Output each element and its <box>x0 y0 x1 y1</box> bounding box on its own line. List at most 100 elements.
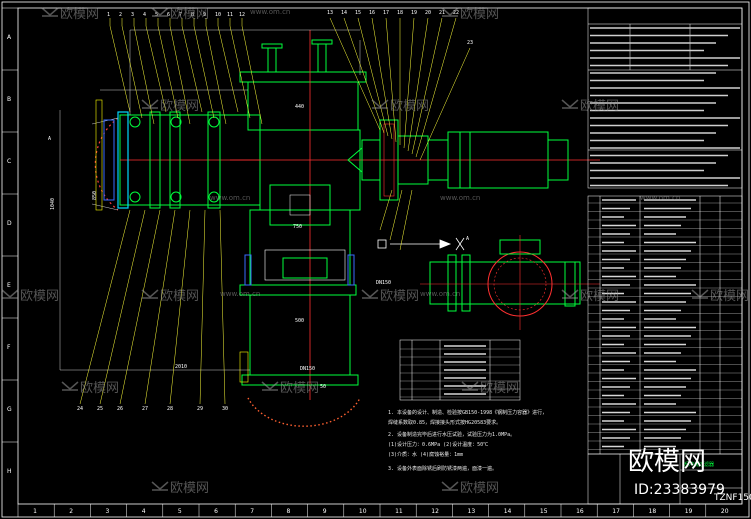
part-number: 8 <box>191 12 194 18</box>
leader-line <box>199 209 206 405</box>
side-view-A <box>420 235 600 330</box>
title-block <box>587 453 743 505</box>
watermark-text: 欧模网 <box>20 289 59 304</box>
watermark-logo-icon <box>151 7 169 17</box>
dim-label: DN150 <box>376 280 391 286</box>
row-letter: C <box>7 158 11 165</box>
leader-line <box>109 18 131 113</box>
brand-id: ID:23383979 <box>634 482 725 498</box>
watermark-text: 欧模网 <box>170 481 209 496</box>
leader-line <box>415 17 457 158</box>
row-letter: E <box>7 282 11 289</box>
spec-table-top <box>587 7 743 189</box>
leader-line <box>193 18 215 119</box>
part-number: 5 <box>155 12 158 18</box>
part-number: 24 <box>77 406 83 412</box>
watermark-logo-icon <box>441 7 459 17</box>
part-number: 27 <box>142 406 148 412</box>
part-number: 19 <box>411 10 417 16</box>
leader-line <box>144 209 176 405</box>
row-letter: H <box>7 468 12 475</box>
brand-logo-text: 欧模网 <box>628 447 706 477</box>
watermark-logo-icon <box>461 381 479 391</box>
column-number: 4 <box>142 508 146 515</box>
row-letter: F <box>7 344 11 351</box>
column-number: 13 <box>468 508 476 515</box>
watermark-url: www.om.cn <box>210 194 250 202</box>
leader-line <box>241 18 263 125</box>
leader-line <box>385 17 397 143</box>
watermark-logo-icon <box>561 99 579 109</box>
dim-label: DN150 <box>300 366 315 372</box>
technical-notes: 1. 本设备的设计、制造、检验按GB150-1998《钢制压力容器》进行， 焊缝… <box>388 409 547 472</box>
column-number: 14 <box>504 508 512 515</box>
watermark-url: www.om.cn <box>440 194 480 202</box>
part-number: 2 <box>119 12 122 18</box>
column-number: 18 <box>649 508 657 515</box>
part-number: 23 <box>467 40 473 46</box>
watermark-logo-icon <box>691 289 709 299</box>
leader-line <box>169 209 191 405</box>
part-number: 26 <box>117 406 123 412</box>
leader-line <box>411 17 443 155</box>
leader-line <box>389 189 403 241</box>
part-number: 20 <box>425 10 431 16</box>
leader-line <box>121 18 143 119</box>
leader-line <box>145 18 167 113</box>
watermark-logo-icon <box>41 7 59 17</box>
leader-line <box>99 209 146 405</box>
column-number: 20 <box>721 508 729 515</box>
watermark-logo-icon <box>561 289 579 299</box>
watermark-text: 欧模网 <box>160 99 199 114</box>
column-number: 7 <box>250 508 254 515</box>
part-number: 25 <box>97 406 103 412</box>
leader-line <box>119 209 161 405</box>
dimension-lines <box>59 29 361 371</box>
part-number: 30 <box>222 406 228 412</box>
part-number: 22 <box>453 10 459 16</box>
watermark-logo-icon <box>261 381 279 391</box>
leader-line <box>357 17 389 137</box>
leader-line <box>399 189 413 251</box>
leader-line <box>403 17 415 149</box>
watermark-layer: 欧模网欧模网欧模网欧模网欧模网欧模网欧模网欧模网欧模网欧模网欧模网欧模网欧模网欧… <box>1 7 749 496</box>
column-number: 3 <box>106 508 110 515</box>
part-number: 7 <box>179 12 182 18</box>
watermark-url: www.om.cn <box>640 194 680 202</box>
leader-line <box>157 18 179 119</box>
leader-line <box>371 17 393 140</box>
title-block-caption: 反冲洗过滤器 <box>684 461 714 468</box>
part-number: 14 <box>341 10 347 16</box>
view-arrow-label: A <box>466 236 469 242</box>
nozzle-table-rows <box>400 345 520 398</box>
watermark-logo-icon <box>441 481 459 491</box>
watermark-logo-icon <box>1 289 19 299</box>
watermark-logo-icon <box>361 289 379 299</box>
column-number: 17 <box>612 508 620 515</box>
column-number: 19 <box>685 508 693 515</box>
notes-line: 焊缝系数取0.85，焊接接头形式按HG20583要求。 <box>388 419 501 426</box>
notes-line: 2. 设备制造完毕后进行水压试验，试验压力为1.0MPa。 <box>388 431 515 438</box>
part-number: 10 <box>215 12 221 18</box>
section-arrow <box>377 237 465 251</box>
column-number: 11 <box>395 508 403 515</box>
parts-list-table <box>587 195 743 455</box>
filter-main-body <box>230 30 600 427</box>
dim-label: 750 <box>293 224 302 230</box>
drawing-number: TZNF150 <box>713 493 751 503</box>
row-letter: G <box>7 406 12 413</box>
leader-line <box>217 18 239 113</box>
leader-line <box>169 18 191 125</box>
dim-label: 50 <box>320 384 326 390</box>
part-number: 28 <box>167 406 173 412</box>
watermark-url: www.om.cn <box>220 290 260 298</box>
part-number: 15 <box>355 10 361 16</box>
dimension-text: 1040 850 2010 440 500 750 DN150 DN150 50… <box>48 104 469 390</box>
watermark-logo-icon <box>141 289 159 299</box>
column-number: 5 <box>178 508 182 515</box>
part-number: 21 <box>439 10 445 16</box>
leader-line <box>219 209 226 405</box>
